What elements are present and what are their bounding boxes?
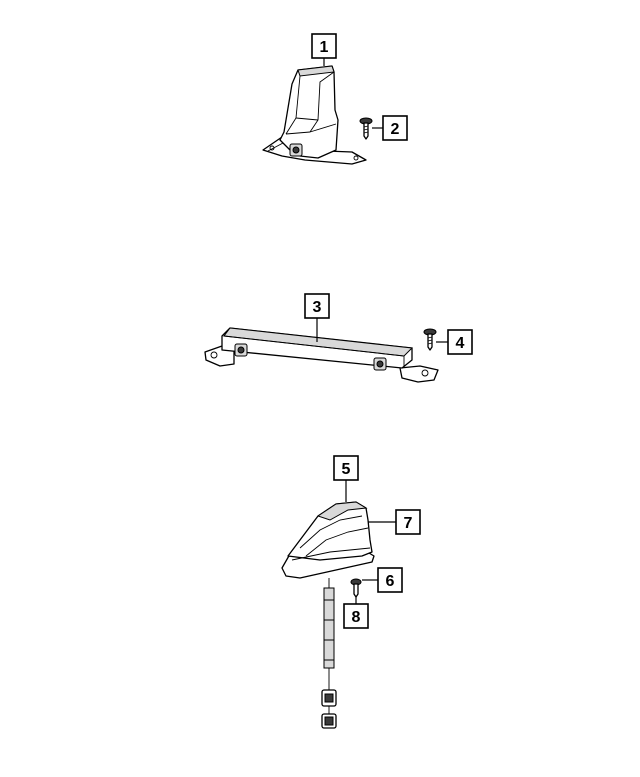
- callout-1: 1: [311, 33, 337, 59]
- part-6-screw: [350, 578, 362, 598]
- callout-3: 3: [304, 293, 330, 319]
- part-1-base-cover: [262, 65, 367, 165]
- callout-7-label: 7: [404, 515, 413, 532]
- callout-8: 8: [343, 603, 369, 629]
- callout-2-label: 2: [391, 121, 400, 138]
- callout-7: 7: [395, 509, 421, 535]
- part-5-antenna-assembly: [281, 501, 375, 729]
- callout-1-label: 1: [320, 39, 329, 56]
- callout-2: 2: [382, 115, 408, 141]
- callout-4-label: 4: [456, 335, 465, 352]
- part-2-screw: [359, 117, 373, 140]
- leader-lines: [316, 58, 448, 604]
- callout-5-label: 5: [342, 461, 351, 478]
- part-4-screw: [423, 328, 437, 351]
- callout-6-label: 6: [386, 573, 395, 590]
- part-3-bracket: [204, 327, 439, 383]
- callout-4: 4: [447, 329, 473, 355]
- callout-8-label: 8: [352, 609, 361, 626]
- callout-3-label: 3: [313, 299, 322, 316]
- callout-6: 6: [377, 567, 403, 593]
- callout-5: 5: [333, 455, 359, 481]
